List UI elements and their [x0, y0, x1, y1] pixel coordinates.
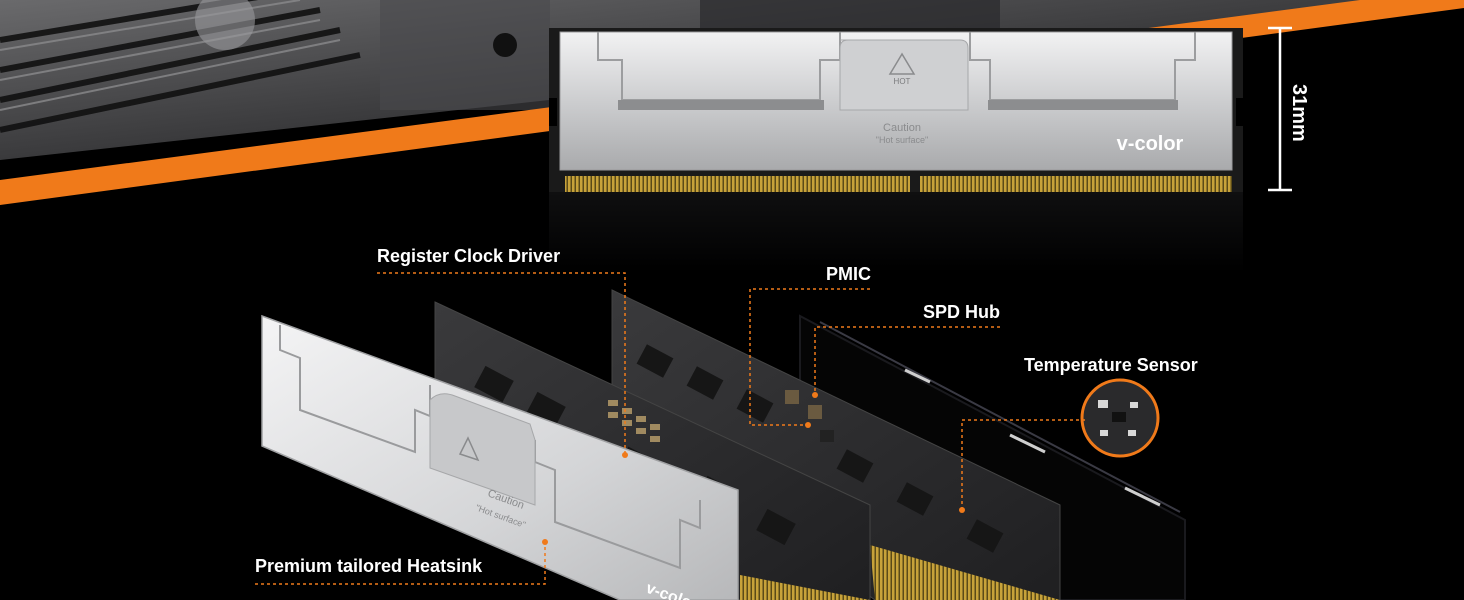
- assembled-memory-module: HOT Caution "Hot surface" v-color: [549, 28, 1244, 272]
- hot-surface-text: "Hot surface": [876, 135, 928, 145]
- callout-endpoints: [542, 392, 965, 545]
- brand-logo-text: v-color: [1117, 133, 1184, 155]
- register-clock-driver-label: Register Clock Driver: [377, 246, 561, 266]
- spd-hub-label: SPD Hub: [923, 302, 1001, 322]
- front-heatsink: Caution "Hot surface" v-color: [261, 314, 739, 600]
- hot-icon-text: HOT: [894, 77, 911, 86]
- temperature-sensor-zoom: [1080, 378, 1160, 458]
- height-dimension-label: 31mm: [1288, 84, 1310, 142]
- height-dimension-bracket: [1268, 26, 1292, 192]
- heatsink-label: Premium tailored Heatsink: [255, 556, 483, 576]
- temperature-sensor-label: Temperature Sensor: [1024, 355, 1198, 375]
- caution-text: Caution: [883, 122, 921, 134]
- pmic-label: PMIC: [826, 264, 871, 284]
- memory-pcb-rear: [611, 289, 1061, 600]
- callout-lines: [255, 272, 1085, 585]
